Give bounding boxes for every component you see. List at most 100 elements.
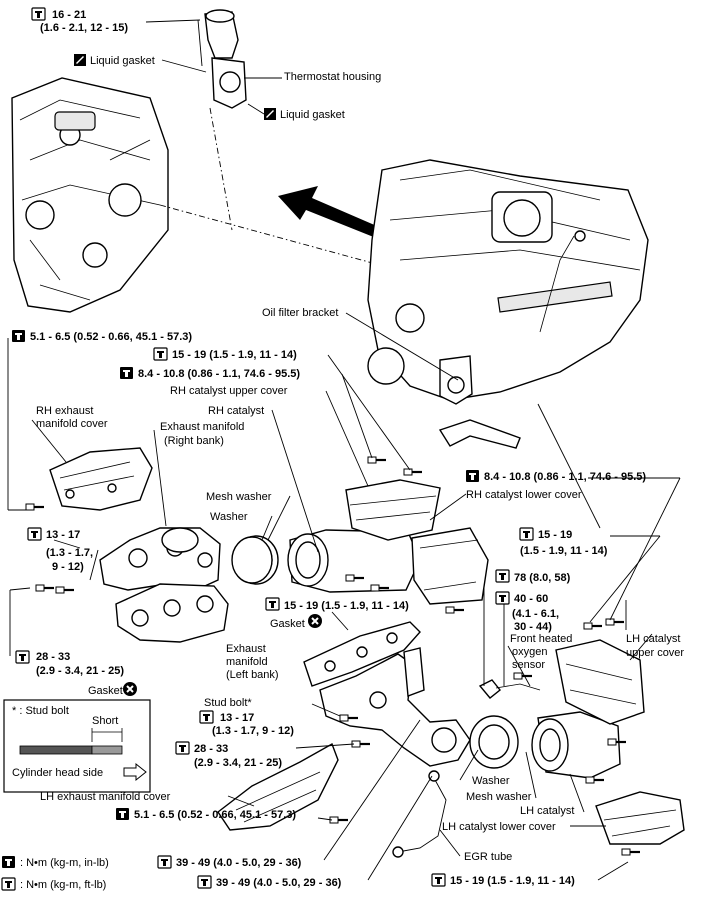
- rh-mesh-washer: [231, 535, 279, 585]
- label-lh-catalyst-lower-cover: LH catalyst lower cover: [442, 821, 556, 833]
- legend-ft-lb: : N•m (kg-m, ft-lb): [20, 879, 106, 891]
- label-exhaust-manifold-2: (Right bank): [164, 435, 224, 447]
- label-lh-catalyst-upper-cover-2: upper cover: [626, 647, 684, 659]
- label-egr-tube: EGR tube: [464, 851, 512, 863]
- torque-wrench-icon: [1, 877, 16, 891]
- torque-wrench-icon: [12, 330, 25, 342]
- lh-catalyst: [531, 711, 628, 785]
- torque-wrench-icon: [495, 591, 510, 605]
- lh-catalyst-lower-cover: [595, 791, 685, 857]
- torque-wrench-icon: [116, 808, 129, 820]
- torque-spec-egr-1: 39 - 49 (4.0 - 5.0, 29 - 36): [176, 857, 302, 869]
- rh-manifold-gasket: [115, 583, 229, 643]
- legend-in-lb: : N•m (kg-m, in-lb): [20, 857, 109, 869]
- torque-spec-rh-upper-cover-1: 15 - 19 (1.5 - 1.9, 11 - 14): [172, 349, 297, 361]
- torque-spec-egr-2: 39 - 49 (4.0 - 5.0, 29 - 36): [216, 877, 342, 889]
- torque-spec-gasket: 15 - 19 (1.5 - 1.9, 11 - 14): [284, 600, 409, 612]
- torque-wrench-icon: [199, 710, 214, 724]
- torque-spec-lh-lower-cover: 15 - 19 (1.5 - 1.9, 11 - 14): [450, 875, 575, 887]
- torque-wrench-icon: [197, 875, 212, 889]
- engine-block-left-view: [11, 77, 169, 313]
- torque-wrench-icon: [519, 527, 534, 541]
- label-oil-filter-bracket: Oil filter bracket: [262, 307, 338, 319]
- inset-short-label: Short: [92, 715, 118, 727]
- label-rh-catalyst: RH catalyst: [208, 405, 264, 417]
- stud-bolt-inset: * : Stud bolt Short Cylinder head side: [3, 699, 151, 793]
- rh-exhaust-manifold-cover: [24, 447, 153, 512]
- label-liquid-gasket: Liquid gasket: [280, 109, 345, 121]
- inset-legend: * : Stud bolt: [12, 705, 69, 717]
- torque-spec-lh-catalyst-sub2: 30 - 44): [514, 621, 552, 633]
- torque-spec-thermostat: 16 - 21: [52, 9, 86, 21]
- torque-spec-thermostat-sub: (1.6 - 2.1, 12 - 15): [40, 22, 128, 34]
- label-front-oxygen-sensor-3: sensor: [512, 659, 545, 671]
- torque-wrench-icon: [27, 527, 42, 541]
- label-exhaust-manifold-left-3: (Left bank): [226, 669, 279, 681]
- liquid-gasket-icon: [264, 108, 276, 120]
- label-front-oxygen-sensor-2: oxygen: [512, 646, 547, 658]
- rh-catalyst-lower-cover: [411, 527, 489, 615]
- inset-cylinder-head-side: Cylinder head side: [12, 767, 103, 779]
- label-lh-catalyst-upper-cover-1: LH catalyst: [626, 633, 680, 645]
- label-rh-exhaust-manifold-cover-2: manifold cover: [36, 418, 108, 430]
- rh-catalyst: [287, 529, 421, 593]
- label-mesh-washer-lh: Mesh washer: [466, 791, 532, 803]
- rh-catalyst-upper-cover: [345, 455, 441, 541]
- torque-wrench-icon: [157, 855, 172, 869]
- torque-wrench-icon: [466, 470, 479, 482]
- torque-spec-manifold: 13 - 17: [46, 529, 80, 541]
- label-washer: Washer: [210, 511, 248, 523]
- engine-block-right-view: [367, 159, 649, 449]
- label-liquid-gasket: Liquid gasket: [90, 55, 155, 67]
- torque-wrench-icon: [15, 650, 30, 664]
- direction-arrow: [159, 186, 400, 271]
- torque-spec-manifold-mid: 28 - 33: [194, 743, 228, 755]
- torque-wrench-icon: [431, 873, 446, 887]
- torque-spec-lh-catalyst-sub1: (4.1 - 6.1,: [512, 608, 559, 620]
- torque-wrench-icon: [265, 597, 280, 611]
- torque-wrench-icon: [31, 7, 46, 21]
- torque-spec-manifold-sub2: 9 - 12): [52, 561, 84, 573]
- torque-spec-rh-catalyst-1: 15 - 19: [538, 529, 572, 541]
- lh-manifold-gasket: [303, 621, 421, 687]
- label-lh-exhaust-manifold-cover: LH exhaust manifold cover: [40, 791, 171, 803]
- label-exhaust-manifold-left-2: manifold: [226, 656, 268, 668]
- label-lh-catalyst: LH catalyst: [520, 805, 574, 817]
- front-heated-oxygen-sensor: [478, 671, 541, 699]
- egr-tube: [392, 770, 447, 858]
- replace-gasket-icon: [122, 681, 138, 697]
- torque-spec-manifold-left: 28 - 33: [36, 651, 70, 663]
- replace-gasket-icon: [307, 613, 323, 629]
- label-exhaust-manifold-left-1: Exhaust: [226, 643, 266, 655]
- label-stud-bolt: Stud bolt*: [204, 697, 252, 709]
- label-washer-lh: Washer: [472, 775, 510, 787]
- label-front-oxygen-sensor-1: Front heated: [510, 633, 572, 645]
- label-gasket: Gasket: [270, 618, 305, 630]
- torque-wrench-icon: [153, 347, 168, 361]
- label-rh-catalyst-lower-cover: RH catalyst lower cover: [466, 489, 582, 501]
- torque-spec-rh-catalyst-2: (1.5 - 1.9, 11 - 14): [520, 545, 608, 557]
- torque-spec-rh-heat-cover: 5.1 - 6.5 (0.52 - 0.66, 45.1 - 57.3): [30, 331, 192, 343]
- leader-lines: [7, 19, 681, 881]
- torque-wrench-icon: [2, 856, 15, 868]
- label-rh-catalyst-upper-cover: RH catalyst upper cover: [170, 385, 288, 397]
- torque-spec-manifold-mid-sub: (2.9 - 3.4, 21 - 25): [194, 757, 282, 769]
- label-gasket: Gasket: [88, 685, 123, 697]
- label-rh-exhaust-manifold-cover-1: RH exhaust: [36, 405, 93, 417]
- torque-wrench-icon: [120, 367, 133, 379]
- torque-spec-oxygen-sensor: 78 (8.0, 58): [514, 572, 571, 584]
- label-exhaust-manifold-1: Exhaust manifold: [160, 421, 244, 433]
- torque-spec-rh-lower-cover: 8.4 - 10.8 (0.86 - 1.1, 74.6 - 95.5): [484, 471, 646, 483]
- lh-mesh-washer: [469, 715, 519, 769]
- label-mesh-washer: Mesh washer: [206, 491, 272, 503]
- torque-wrench-icon: [175, 741, 190, 755]
- lh-catalyst-upper-cover: [555, 617, 645, 725]
- torque-spec-rh-upper-cover-2: 8.4 - 10.8 (0.86 - 1.1, 74.6 - 95.5): [138, 368, 300, 380]
- liquid-gasket-icon: [74, 54, 86, 66]
- torque-spec-stud-bolt: 13 - 17: [220, 712, 254, 724]
- thermostat-housing: [204, 9, 282, 231]
- torque-spec-manifold-sub1: (1.3 - 1.7,: [46, 547, 93, 559]
- lh-exhaust-manifold-cover: [217, 742, 350, 831]
- torque-spec-stud-bolt-sub: (1.3 - 1.7, 9 - 12): [212, 725, 294, 737]
